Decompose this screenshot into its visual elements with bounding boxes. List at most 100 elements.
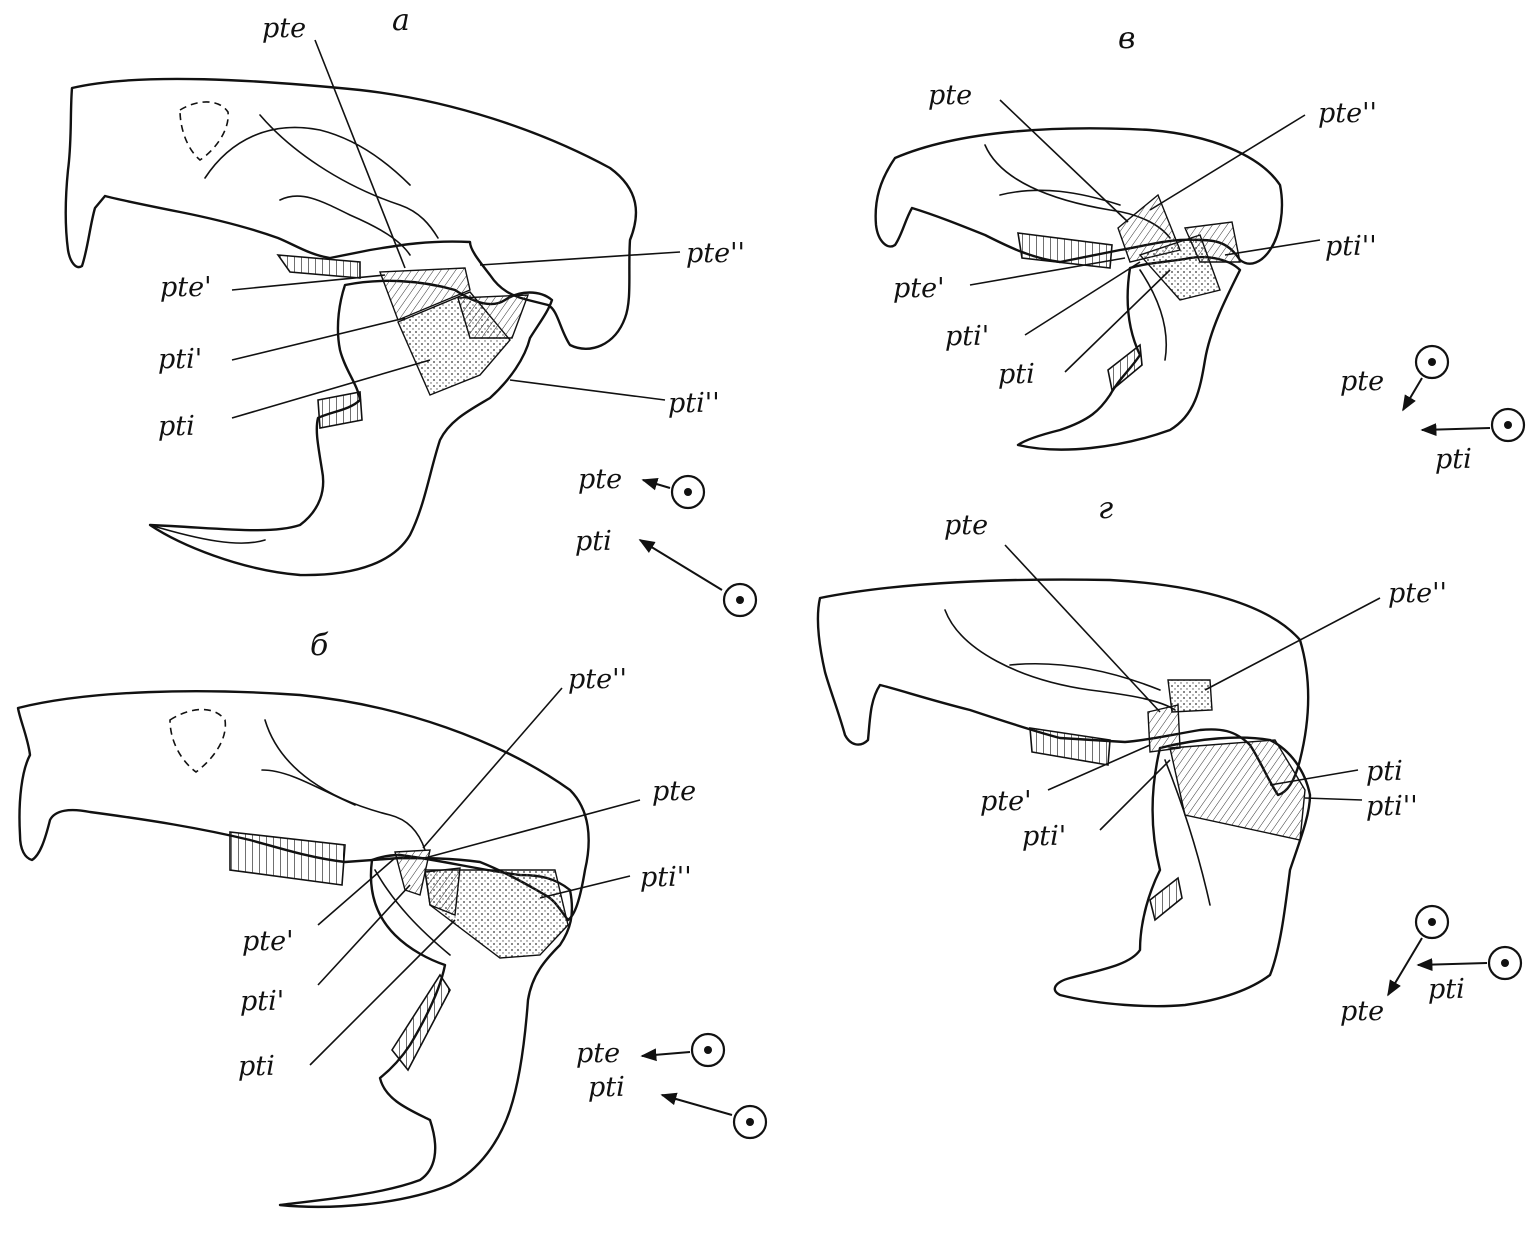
panel-b-leader-pti — [309, 919, 456, 1066]
panel-a-vector-arrow-pti — [638, 539, 723, 591]
panel-g-label-pti-dprime: pti'' — [1366, 791, 1418, 822]
panel-b-vector-arrow-pte — [640, 1048, 691, 1062]
panel-b-label-pte-dprime: pte'' — [568, 664, 627, 695]
panel-v-leader-pti — [1064, 269, 1171, 373]
panel-v-muscles — [1117, 193, 1241, 301]
panel-a-vector-origin-pti-dot — [736, 596, 744, 604]
panel-b-coronoid — [374, 869, 451, 956]
panel-v-label-pti-dprime: pti'' — [1325, 231, 1377, 262]
panel-v-leader-pte-prime — [969, 257, 1126, 286]
panel-a-zygomatic-arch — [204, 126, 411, 186]
panel-a-label-pte: pte — [262, 13, 306, 44]
panel-g-vector-origin-pti-dot — [1501, 959, 1509, 967]
panel-g-orbit-ridge — [944, 609, 1176, 711]
panel-g-coronoid — [1164, 759, 1211, 906]
panel-v-skull — [874, 127, 1284, 451]
panel-b-vector-origin-pte-dot — [704, 1046, 712, 1054]
panel-g-mandible-outline — [1053, 736, 1312, 1008]
panel-a-orbit-ridge — [259, 114, 439, 239]
panel-v-label-pte-dprime: pte'' — [1318, 98, 1377, 129]
panel-g-leader-pte — [1004, 544, 1161, 713]
panel-b-orbit-ridge — [264, 719, 426, 851]
panel-b-label-pti: pti — [238, 1051, 275, 1082]
panel-a-vector-origin-pte-dot — [684, 488, 692, 496]
panel-a-skull — [64, 77, 638, 577]
panel-g-title: г — [1098, 491, 1113, 526]
panel-v-label-pti: pti — [998, 359, 1035, 390]
panel-a-leader-pti-prime — [231, 317, 406, 361]
panel-g-pte-dprime-region — [1167, 679, 1213, 713]
panel-b-label-pti-dprime: pti'' — [640, 862, 692, 893]
panel-g-muscles — [1147, 679, 1306, 841]
panel-a-vector-origin-pte — [670, 474, 706, 510]
panel-v-vector-origin-pti — [1490, 407, 1526, 443]
panel-v-leader-pti-prime — [1024, 261, 1141, 336]
panel-a-pti-dprime-region — [457, 294, 530, 339]
panel-v-label-pte: pte — [928, 80, 972, 111]
panel-b-vector-label-pti: pti — [588, 1072, 625, 1103]
panel-v-label-pte-prime: pte' — [893, 273, 945, 304]
panel-b-label-pte-prime: pte' — [242, 926, 294, 957]
panel-v-vector-origin-pti-dot — [1504, 421, 1512, 429]
panel-v-vector-origin-pte-dot — [1428, 358, 1436, 366]
panel-a-zygoma-lower — [279, 195, 411, 256]
panel-g-leader-pti-dprime — [1304, 797, 1363, 801]
panel-v-vector-label-pti: pti — [1435, 444, 1472, 475]
panel-b-pti-region — [424, 867, 461, 916]
panel-a-vector-origin-pti — [722, 582, 758, 618]
panel-a-force-vectors: pte pti — [575, 464, 758, 618]
panel-g-label-pti-prime: pti' — [1022, 821, 1066, 852]
panel-a-lower-incisor — [149, 524, 266, 544]
panel-b-upper-molars — [229, 831, 346, 886]
panel-v-force-vectors: pte pti — [1340, 344, 1526, 475]
panel-a-label-pte-dprime: pte'' — [686, 238, 745, 269]
panel-a-label-pti: pti — [158, 411, 195, 442]
panel-b-force-vectors: pte pti — [576, 1032, 768, 1140]
panel-v-title: в — [1118, 21, 1135, 56]
panel-g-force-vectors: pte pti — [1340, 904, 1523, 1027]
panel-a-label-pte-prime: pte' — [160, 272, 212, 303]
panel-b-cranium-outline — [16, 690, 590, 922]
panel-g-leader-pte-prime — [1047, 744, 1151, 791]
panel-v-leader-pte-dprime — [1149, 114, 1306, 211]
panel-a-vector-arrow-pte — [641, 477, 671, 491]
panel-g-zygoma-lower — [1009, 662, 1161, 691]
panel-v-leader-pte — [999, 99, 1129, 223]
panel-v-lower-molars — [1107, 343, 1143, 392]
panel-b-vector-origin-pte — [690, 1032, 726, 1068]
panel-b-pte-prime-region — [394, 849, 431, 896]
panel-g-leader-pte-dprime — [1204, 597, 1381, 691]
panel-b-leaders — [309, 687, 641, 1066]
panel-b-title: б — [310, 628, 329, 663]
panel-v-leader-pti-dprime — [1224, 239, 1321, 256]
panel-g-vector-label-pti: pti — [1428, 974, 1465, 1005]
panel-g-upper-molars — [1029, 727, 1111, 766]
panel-g-vector-origin-pte — [1414, 904, 1450, 940]
panel-v-vector-origin-pte — [1414, 344, 1450, 380]
panel-g-skull — [816, 578, 1312, 1008]
panel-g-label-pte-dprime: pte'' — [1388, 578, 1447, 609]
panel-b-vector-origin-pti — [732, 1104, 768, 1140]
panel-a: а pte pte'' pte' pti' — [64, 3, 758, 618]
panel-b-leader-pte — [424, 799, 641, 859]
panel-g-vector-origin-pte-dot — [1428, 918, 1436, 926]
panel-a-leader-pti — [231, 359, 431, 419]
panel-b-lower-molars — [391, 973, 451, 1072]
panel-v-label-pti-prime: pti' — [945, 321, 989, 352]
panel-v-upper-molars — [1017, 232, 1113, 269]
panel-b-orbit-dashed — [169, 708, 227, 774]
panel-b-leader-pte-dprime — [422, 687, 563, 849]
panel-g: г pte pte'' pti pti'' pte' pti — [816, 491, 1523, 1027]
panel-b-leader-pte-prime — [317, 857, 396, 926]
panel-a-upper-molars — [276, 254, 361, 279]
panel-b-vector-label-pte: pte — [576, 1038, 620, 1069]
panel-b-leader-pti-dprime — [539, 875, 631, 899]
panel-a-orbit-dashed — [179, 101, 229, 161]
panel-g-leader-pti-prime — [1099, 759, 1171, 831]
panel-v-coronoid — [1139, 269, 1168, 361]
panel-b-zygoma-lower — [261, 769, 356, 806]
panel-a-leaders — [231, 39, 681, 419]
panel-b-vector-origin-pti-dot — [746, 1118, 754, 1126]
panel-g-vector-arrow-pte — [1387, 937, 1423, 997]
